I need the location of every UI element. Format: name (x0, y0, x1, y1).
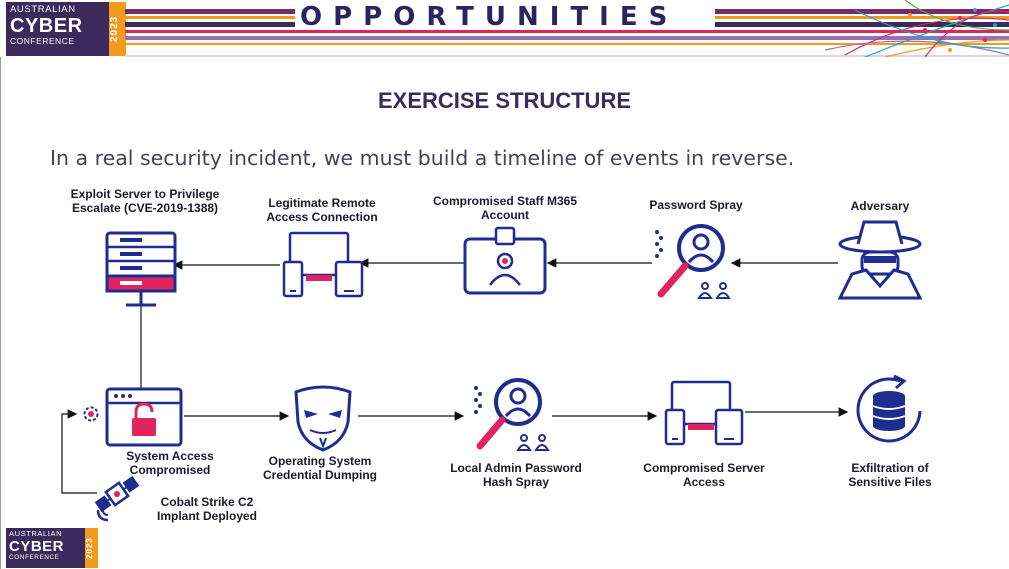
unlocked-window-icon (105, 387, 183, 447)
banner-title: OPPORTUNITIES (300, 2, 679, 32)
label-credential-dumping: Operating System Credential Dumping (262, 454, 377, 482)
conference-logo: AUSTRALIAN CYBER CONFERENCE 2023 (6, 2, 126, 56)
label-admin-spray: Local Admin Password Hash Spray (450, 461, 582, 489)
footer-logo: AUSTRALIAN CYBER CONFERENCE 2023 (6, 528, 98, 568)
devices-icon (664, 380, 744, 446)
footer-logo-line-2: CYBER (9, 537, 65, 555)
arrow-cobalt-to-system (61, 409, 97, 494)
satellite-icon (94, 475, 140, 522)
label-cobalt-strike: Cobalt Strike C2 Implant Deployed (156, 495, 257, 523)
label-exfiltration: Exfiltration of Sensitive Files (848, 461, 932, 489)
label-exploit-server: Exploit Server to Privilege Escalate (CV… (70, 187, 220, 215)
footer-logo-year: 2023 (85, 528, 98, 568)
magnifier-user-icon (474, 378, 550, 451)
devices-icon (282, 231, 364, 298)
page-heading: EXERCISE STRUCTURE (377, 88, 632, 113)
label-server-access: Compromised Server Access (643, 461, 765, 489)
footer-logo-line-1: AUSTRALIAN (9, 529, 63, 538)
gear-icon (83, 406, 99, 422)
database-icon (856, 374, 922, 443)
magnifier-user-icon (655, 224, 731, 299)
left-rule (0, 57, 1, 569)
label-password-spray: Password Spray (649, 198, 743, 212)
banner-title-bg (295, 3, 715, 29)
spy-icon (837, 220, 923, 300)
label-system-access: System Access Compromised (126, 449, 214, 477)
page-subtitle: In a real security incident, we must bui… (50, 146, 795, 170)
mask-icon (294, 385, 352, 452)
network-graphic (824, 0, 1009, 57)
label-staff-account: Compromised Staff M365 Account (432, 194, 578, 222)
logo-line-2: CYBER (10, 14, 83, 37)
label-adversary: Adversary (850, 199, 910, 213)
label-remote-access: Legitimate Remote Access Connection (266, 196, 378, 224)
logo-line-3: CONFERENCE (10, 35, 75, 46)
id-badge-icon (463, 226, 547, 295)
server-rack-icon (105, 231, 177, 307)
footer-logo-line-3: CONFERENCE (9, 553, 60, 561)
logo-line-1: AUSTRALIAN (10, 4, 76, 15)
